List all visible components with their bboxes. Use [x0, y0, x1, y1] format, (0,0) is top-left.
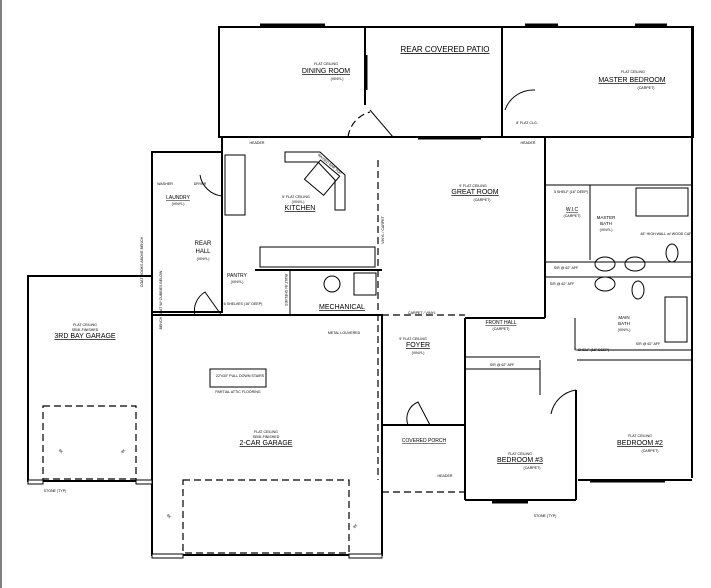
main-bath-label-2: BATH — [618, 321, 630, 326]
stone-note-1: STONE (TYP) — [44, 489, 67, 493]
kitchen-floor: (VINYL) — [292, 200, 305, 204]
third-bay-ceiling: FLAT CEILING — [73, 323, 97, 327]
sink — [594, 256, 616, 272]
great-room-label: GREAT ROOM — [451, 189, 498, 196]
built-in-shelves-note: BUILT-IN SHELVES — [284, 274, 288, 306]
bedroom2-label: BEDROOM #2 — [617, 440, 663, 447]
mechanical-label: MECHANICAL — [319, 304, 365, 311]
great-room-ceiling: 9' FLAT CEILING — [459, 184, 487, 188]
sr-wic-note: S/R @ 62" AFF — [554, 266, 579, 270]
garage-door-label-1: 8X — [58, 448, 64, 454]
vinyl-carpet-note: VINYL / CARPET — [381, 215, 385, 244]
sr-bed3-note: S/R @ 62" AFF — [490, 363, 515, 367]
dining-ceiling: FLAT CEILING — [314, 62, 338, 66]
rear-hall-floor: (VINYL) — [197, 257, 210, 261]
shower — [635, 187, 689, 217]
bathtub — [664, 296, 688, 343]
bedroom3-label: BEDROOM #3 — [497, 457, 543, 464]
two-car-finish: SEMI-FINISHED — [253, 435, 280, 439]
furnace — [353, 272, 377, 296]
laundry-label: LAUNDRY — [166, 195, 190, 201]
garage-door-label-4: 8X — [352, 523, 358, 529]
sink — [624, 256, 646, 272]
pantry-floor: (VINYL) — [231, 280, 244, 284]
master-bath-floor: (VINYL) — [600, 228, 613, 232]
kitchen-label: KITCHEN — [285, 205, 316, 212]
header-note-2: HEADER — [521, 141, 536, 145]
pantry-label: PANTRY — [227, 273, 247, 279]
metal-louvered-note: METAL LOUVERED — [328, 331, 361, 335]
kitchen-walls — [151, 137, 382, 317]
great-room-floor: (CARPET) — [474, 198, 491, 202]
third-bay-finish: SEMI-FINISHED — [72, 328, 99, 332]
master-wing-walls — [504, 27, 693, 478]
foyer-label: FOYER — [406, 342, 430, 349]
foyer-floor: (VINYL) — [412, 351, 425, 355]
third-bay-garage-label: 3RD BAY GARAGE — [54, 333, 116, 340]
toilet — [665, 243, 679, 263]
covered-porch-label: COVERED PORCH — [402, 438, 447, 444]
coat-hooks-note: COAT HOOKS ABOVE BENCH — [140, 236, 144, 287]
center-walls — [377, 160, 465, 555]
bedroom3-ceiling: FLAT CEILING — [508, 452, 532, 456]
two-car-garage-label: 2-CAR GARAGE — [240, 440, 293, 447]
master-ceiling: FLAT CEILING — [621, 70, 645, 74]
bedroom-walls — [464, 317, 692, 504]
bench-note: BENCH SEAT W/ CUBBIES BELOW — [159, 270, 163, 329]
garage-door-label-3: 8X — [166, 513, 172, 519]
rear-hall-label-2: HALL — [195, 249, 211, 255]
high-wall-note: 48" HIGH WALL w/ WOOD CAP — [640, 232, 692, 236]
master-bedroom-label: MASTER BEDROOM — [598, 77, 665, 84]
master-bath-label-2: BATH — [600, 221, 612, 226]
front-hall-label: FRONT HALL — [485, 320, 516, 326]
carpet-vinyl-note: CARPET / VINYL — [408, 311, 436, 315]
main-bath-floor: (VINYL) — [618, 328, 631, 332]
foyer-ceiling: 9' FLAT CEILING — [399, 337, 427, 341]
master-bath-label-1: MASTER — [597, 215, 617, 220]
kitchen-ceiling: 9' FLAT CEILING — [282, 195, 310, 199]
washer-label: WASHER — [157, 182, 173, 186]
laundry-floor: (VINYL) — [172, 202, 185, 206]
wic-label: W.I.C — [566, 207, 579, 213]
sr-bed2-note: S/R @ 62" AFF — [636, 342, 661, 346]
bedroom2-floor: (CARPET) — [642, 449, 659, 453]
pantry-shelves-note: 6 SHELVES (16" DEEP) — [224, 302, 263, 306]
header-note-1: HEADER — [250, 141, 265, 145]
wic-floor: (CARPET) — [564, 214, 581, 218]
two-car-ceiling: FLAT CEILING — [254, 430, 278, 434]
flat-clg-note: 8' FLAT CLG. — [516, 121, 538, 125]
bedroom3-floor: (CARPET) — [524, 466, 541, 470]
toilet — [631, 280, 645, 300]
main-shelf-note: 5 SHELF (16" DEEP) — [575, 348, 609, 352]
dining-floor: (VINYL) — [331, 77, 344, 81]
sink — [594, 276, 616, 292]
sr-hall-note: S/R @ 62" AFF — [550, 282, 575, 286]
wic-shelf-note: 5 SHELF (16" DEEP) — [554, 190, 588, 194]
rear-walls — [218, 23, 694, 140]
rear-hall-label-1: REAR — [195, 241, 212, 247]
bedroom2-ceiling: FLAT CEILING — [628, 434, 652, 438]
master-floor: (CARPET) — [638, 86, 655, 90]
garage-walls — [27, 275, 383, 559]
dining-room-label: DINING ROOM — [302, 68, 350, 75]
rear-patio-label: REAR COVERED PATIO — [400, 45, 489, 54]
main-bath-label-1: MAIN — [618, 315, 629, 320]
pull-down-stairs-note: 22"x30" PULL DOWN STAIRS — [216, 374, 265, 378]
dryer-label: DRYER — [194, 182, 207, 186]
garage-door-label-2: 8X — [120, 448, 126, 454]
stone-note-2: STONE (TYP) — [534, 514, 557, 518]
header-note-3: HEADER — [438, 474, 453, 478]
front-hall-floor: (CARPET) — [493, 327, 510, 331]
attic-flooring-note: PARTIAL ATTIC FLOORING — [215, 390, 260, 394]
water-heater — [323, 275, 341, 293]
